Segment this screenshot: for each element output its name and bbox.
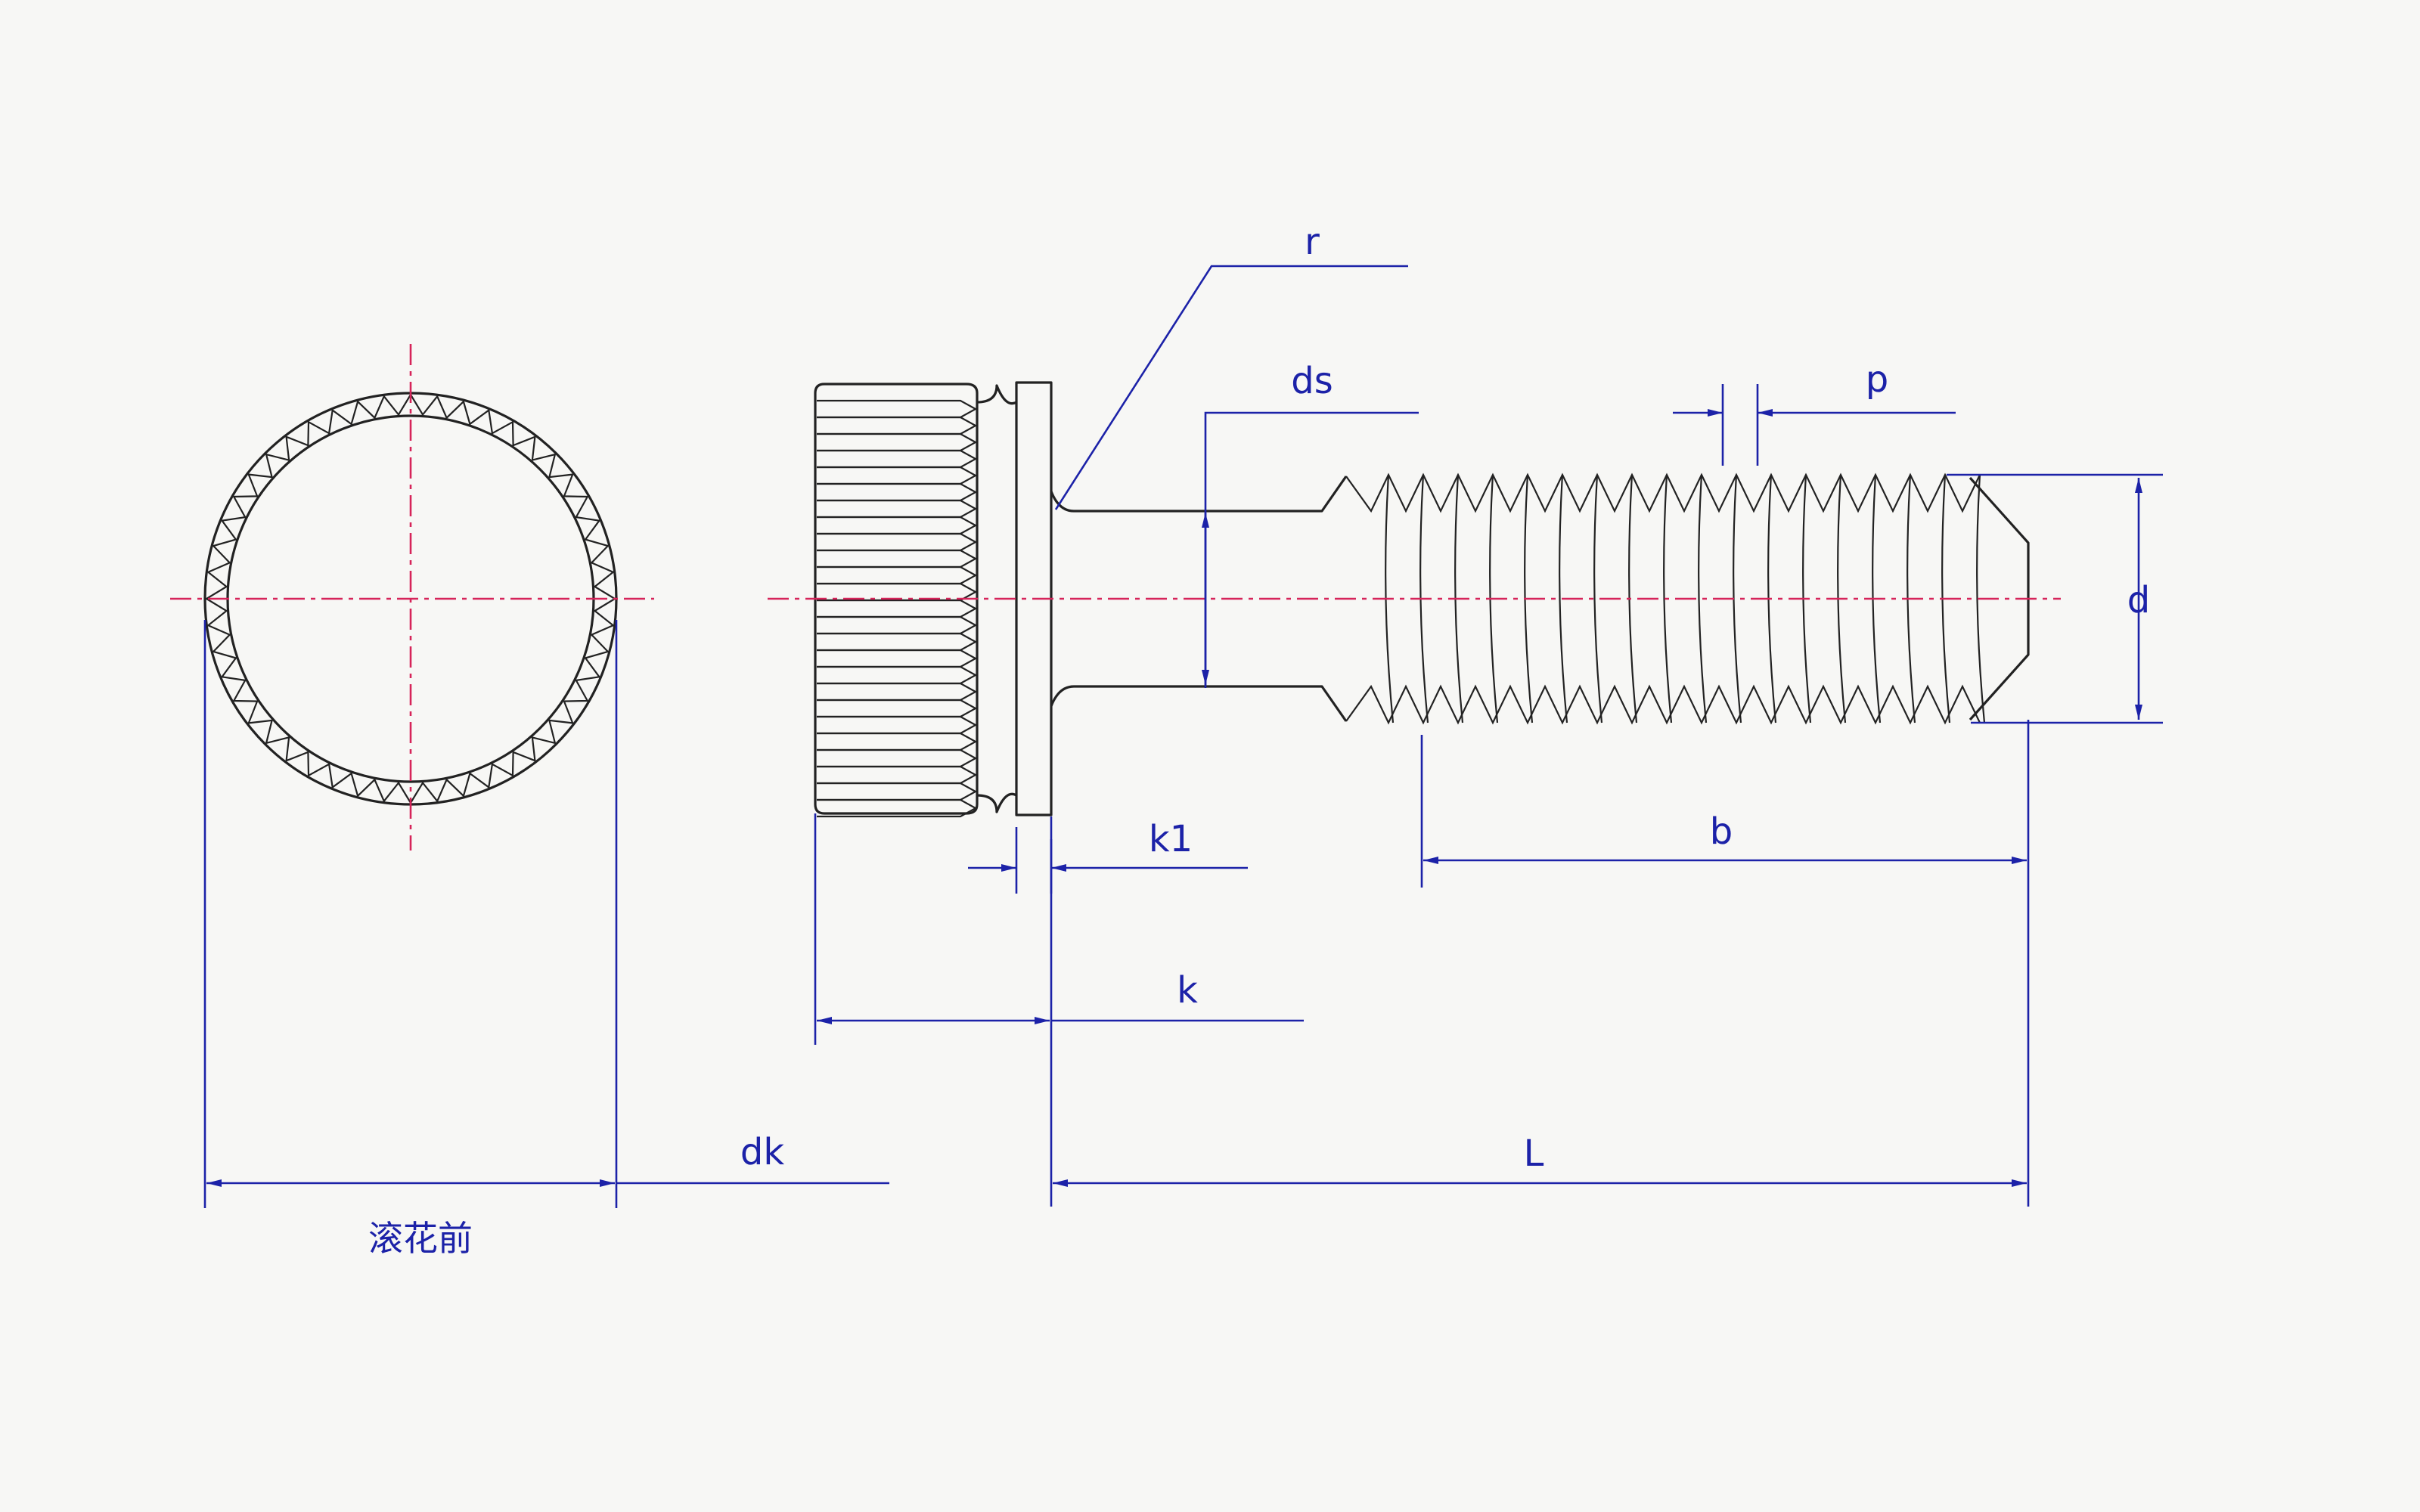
knurl-groove xyxy=(817,649,978,668)
dimension-ds: ds xyxy=(1202,360,1419,688)
dimension-dk: dk 滚花前 xyxy=(203,620,889,1259)
dimension-b: b xyxy=(1420,720,2030,1207)
label-k1: k1 xyxy=(1149,818,1193,860)
knurl-groove xyxy=(817,499,978,519)
thread-flank xyxy=(1976,474,1986,723)
knurl-groove xyxy=(817,715,978,735)
label-before-knurling: 滚花前 xyxy=(368,1218,473,1259)
knurl-groove xyxy=(817,782,978,801)
thread-flank xyxy=(1733,474,1742,723)
dimension-k1: k1 xyxy=(968,816,1248,894)
label-r: r xyxy=(1305,221,1320,263)
label-k: k xyxy=(1177,969,1198,1012)
thread-flank xyxy=(1663,474,1673,723)
label-ds: ds xyxy=(1291,360,1333,402)
knurl-groove xyxy=(817,615,978,635)
knurl-groove xyxy=(817,699,978,718)
dimension-p: p xyxy=(1673,358,1956,466)
knurl-groove xyxy=(817,432,978,452)
knurl-groove xyxy=(817,449,978,469)
label-d: d xyxy=(2127,579,2150,621)
knurl-groove xyxy=(817,798,978,818)
knurl-groove xyxy=(817,399,978,419)
knurl-groove xyxy=(817,565,978,585)
knurl-groove xyxy=(817,632,978,652)
thread-flank xyxy=(1593,474,1603,723)
dimension-L: L xyxy=(1053,1132,2027,1187)
dimension-k: k xyxy=(814,813,1304,1207)
knurled-head-side-view xyxy=(814,383,979,818)
knurl-groove xyxy=(817,416,978,435)
label-dk: dk xyxy=(740,1131,784,1173)
knurl-groove xyxy=(817,532,978,552)
unthreaded-shank xyxy=(1050,476,1348,722)
thread-flank xyxy=(1559,474,1568,723)
knurl-groove xyxy=(817,482,978,502)
label-L: L xyxy=(1524,1132,1544,1175)
knurl-groove xyxy=(817,599,978,618)
knurl-groove xyxy=(817,549,978,569)
side-view xyxy=(768,381,2061,818)
knurl-groove xyxy=(817,732,978,751)
label-b: b xyxy=(1710,810,1733,853)
head-undercut xyxy=(976,384,1017,813)
knurl-grooves xyxy=(817,399,978,818)
knurl-groove xyxy=(817,765,978,785)
label-p: p xyxy=(1866,358,1888,401)
knurl-groove xyxy=(817,466,978,485)
dimension-r: r xyxy=(1054,221,1408,510)
knurl-groove xyxy=(817,682,978,702)
knurl-groove xyxy=(817,665,978,685)
knurl-groove xyxy=(817,748,978,768)
dimension-d: d xyxy=(1947,473,2163,724)
thread-flank xyxy=(1698,474,1708,723)
knurl-groove xyxy=(817,516,978,535)
end-view xyxy=(170,344,654,850)
